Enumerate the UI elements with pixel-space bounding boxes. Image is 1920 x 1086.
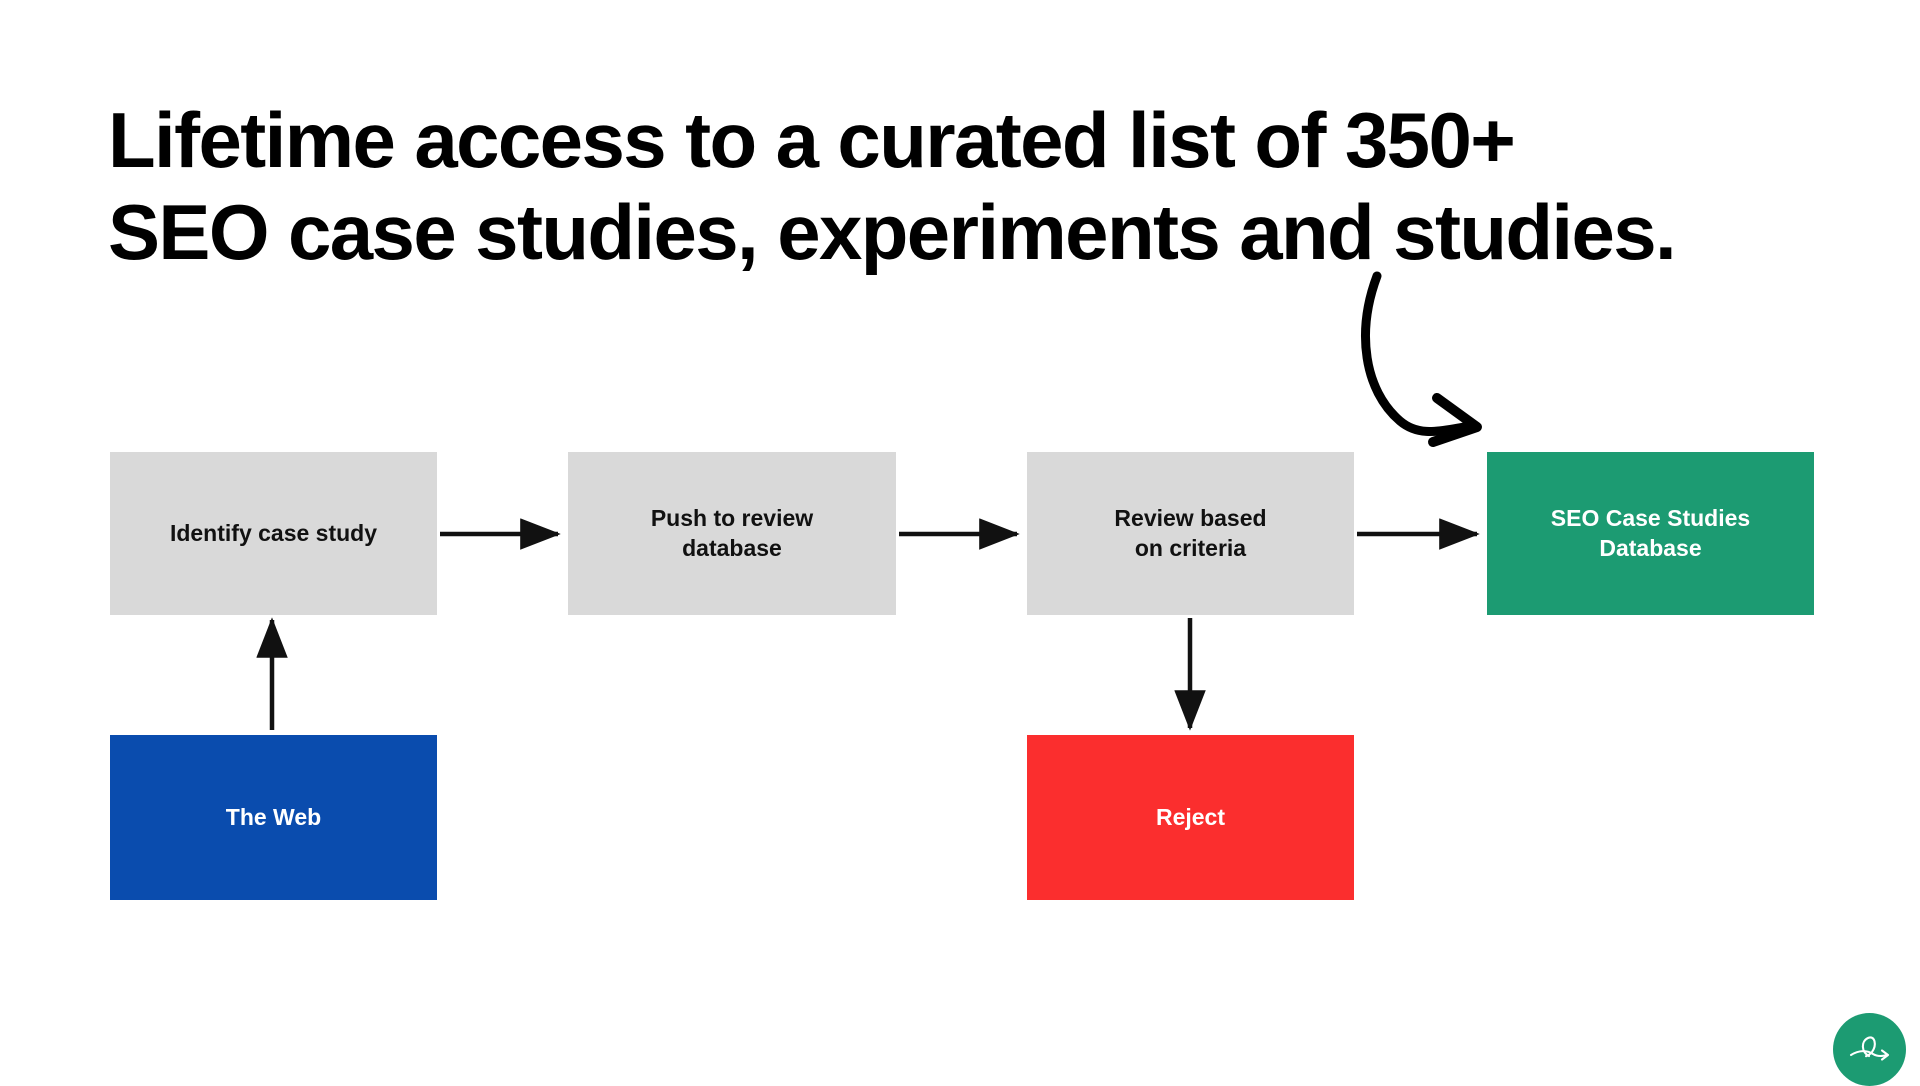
- flow-node-label: Reject: [1155, 803, 1226, 830]
- flow-node-label: Push to review database: [650, 505, 814, 561]
- lasso-arrow-glyph: [1849, 1035, 1889, 1061]
- flow-node-label: SEO Case Studies Database: [1550, 505, 1751, 561]
- headline-line-1: Lifetime access to a curated list of 350…: [108, 96, 1516, 185]
- headline-line-2: SEO case studies, experiments and studie…: [108, 188, 1677, 277]
- flow-node-label: Review based on criteria: [1114, 505, 1267, 561]
- flow-node-seo-case-studies-database[interactable]: SEO Case Studies Database: [1487, 452, 1814, 615]
- annotation-curved-arrow: [1361, 271, 1482, 447]
- flow-node-the-web[interactable]: The Web: [110, 735, 437, 900]
- flow-node-reject[interactable]: Reject: [1027, 735, 1354, 900]
- flow-node-review-based-on-criteria[interactable]: Review based on criteria: [1027, 452, 1354, 615]
- page-title: Lifetime access to a curated list of 350…: [108, 94, 1808, 278]
- flow-node-label: The Web: [225, 803, 322, 830]
- flow-node-label: Identify case study: [169, 519, 378, 546]
- lasso-arrow-logo-icon[interactable]: [1833, 1013, 1906, 1086]
- flow-node-identify-case-study[interactable]: Identify case study: [110, 452, 437, 615]
- flow-node-push-to-review-database[interactable]: Push to review database: [568, 452, 896, 615]
